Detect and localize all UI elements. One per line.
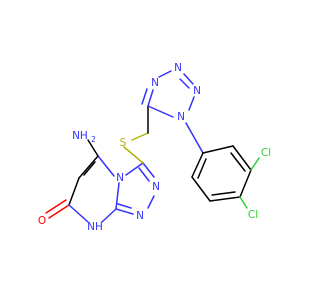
bond-n1tz-aryl <box>185 122 204 154</box>
bond-ar3-ar4 <box>239 169 252 198</box>
atom-tetrazole-n3: N <box>174 62 182 74</box>
bond-n3tz-n2tz <box>183 73 194 85</box>
bond-c5-c6 <box>78 155 99 179</box>
bond-ar2-ar3-inner <box>230 152 246 172</box>
bond-ar2-ar3 <box>232 145 252 171</box>
bond-s-ch2 <box>131 132 149 141</box>
bond-c5-nh2 <box>87 139 99 157</box>
atom-oxo: O <box>38 215 46 227</box>
bond-n4-c3 <box>125 162 144 176</box>
bond-ar4-cl-bottom <box>239 196 248 209</box>
bond-n4-c5 <box>97 155 115 177</box>
bond-c3-s <box>123 146 144 164</box>
bond-n2tz-n1tz <box>188 96 195 111</box>
atom-triazole-n2: N <box>152 181 160 193</box>
atom-tetrazole-n4: N <box>151 77 159 89</box>
atom-amino: NH 2 <box>72 130 96 144</box>
bond-nh-c8a <box>101 208 117 223</box>
bond-c7-nh <box>68 204 89 223</box>
bond-c5-c6-double <box>83 161 96 176</box>
bond-c7-o <box>48 204 70 219</box>
bond-ar4-ar5-inner <box>211 191 236 196</box>
bond-ar6-ar1 <box>191 152 204 178</box>
bond-c5tz-n4tz <box>147 89 154 107</box>
bond-n1tz-c5tz <box>147 105 174 118</box>
bond-ar5-ar6 <box>191 176 211 202</box>
bond-c7-o-double <box>45 199 67 214</box>
bond-c3-n2-double <box>138 167 150 182</box>
bonds-layer <box>45 70 260 223</box>
bond-n4tz-n3tz <box>158 70 172 78</box>
bond-ar1-ar2 <box>202 145 234 154</box>
atom-sulfur: S <box>120 137 127 149</box>
bond-ar3-cl-top <box>250 157 260 171</box>
bond-c5tz-n4tz-double <box>141 88 148 105</box>
bond-c3-n2 <box>142 162 155 178</box>
bond-n3tz-n2tz-double <box>179 78 190 89</box>
bond-ar4-ar5 <box>209 196 241 202</box>
bond-c8a-n4 <box>115 182 120 210</box>
atom-cl-bottom: Cl <box>248 209 258 221</box>
atom-tetrazole-n2: N <box>193 85 201 97</box>
bond-n1-c8a <box>115 208 134 215</box>
bond-c6-c7 <box>68 177 80 206</box>
amino-subscript: 2 <box>91 135 96 144</box>
bond-ar6-ar1-inner <box>197 158 207 179</box>
atom-cl-top: Cl <box>261 147 271 159</box>
bond-n2-n1 <box>147 195 155 209</box>
bond-n1-c8a-double <box>117 203 132 209</box>
molecule-structure: NH 2 S O NH N N N N N N N Cl Cl <box>38 62 271 233</box>
atom-ring-nh: NH <box>87 221 103 233</box>
atom-tetrazole-n1: N <box>177 111 185 123</box>
atom-pyr-n: N <box>116 172 124 184</box>
atoms-layer: NH 2 S O NH N N N N N N N Cl Cl <box>38 62 271 233</box>
atom-triazole-n1: N <box>136 210 144 222</box>
